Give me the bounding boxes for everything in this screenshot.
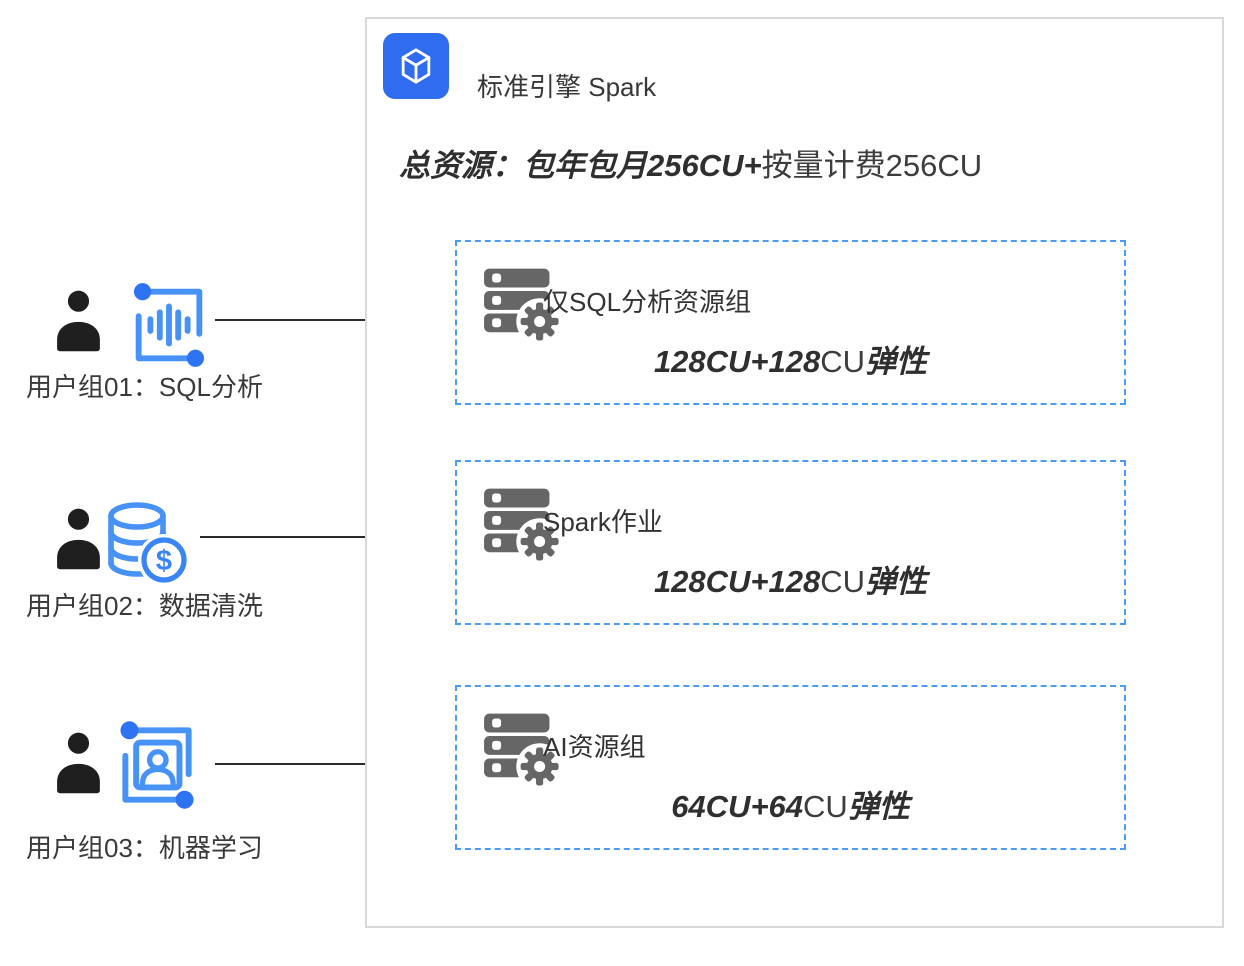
engine-title: 标准引擎 Spark: [477, 72, 657, 102]
arrow-line: [215, 762, 437, 766]
total-emphasis: 总资源：包年包月256CU+: [399, 148, 762, 183]
user-group-2-label: 用户组02：数据清洗: [26, 591, 263, 621]
server-gear-icon: [484, 713, 562, 788]
capacity-emphasis: 128CU+128: [653, 344, 821, 379]
capacity-plain: CU: [820, 344, 866, 379]
arrow-line: [215, 318, 437, 322]
resource-group-box-sql: 仅SQL分析资源组 128CU+128CU弹性: [455, 240, 1126, 405]
capacity-emphasis: 弹性: [847, 789, 910, 824]
resource-group-capacity: 64CU+64CU弹性: [457, 781, 1124, 826]
total-regular: 按量计费256CU: [761, 148, 983, 183]
resource-group-name: AI资源组: [543, 732, 646, 762]
sql-analysis-icon: [133, 283, 205, 367]
resource-group-box-ai: AI资源组 64CU+64CU弹性: [455, 685, 1126, 850]
capacity-emphasis: 128CU+128: [653, 564, 821, 599]
machine-learning-icon: [120, 721, 194, 809]
server-gear-icon: [484, 488, 562, 563]
resource-group-capacity: 128CU+128CU弹性: [457, 336, 1124, 381]
capacity-plain: CU: [803, 789, 848, 824]
server-gear-icon: [484, 268, 562, 343]
resource-group-name: 仅SQL分析资源组: [543, 287, 752, 317]
capacity-emphasis: 弹性: [865, 344, 928, 379]
capacity-plain: CU: [820, 564, 866, 599]
person-icon: [57, 732, 100, 794]
data-cleaning-icon: $: [108, 502, 190, 586]
spark-engine-container: 标准引擎 Spark 总资源：包年包月256CU+按量计费256CU: [365, 17, 1224, 928]
user-group-3-label: 用户组03：机器学习: [26, 833, 263, 863]
arrow-line: [200, 535, 437, 539]
person-icon: [57, 290, 100, 352]
total-resources-text: 总资源：包年包月256CU+按量计费256CU: [399, 140, 982, 185]
resource-group-name: Spark作业: [543, 507, 663, 537]
svg-text:$: $: [156, 545, 172, 577]
resource-group-capacity: 128CU+128CU弹性: [457, 556, 1124, 601]
resource-group-box-spark: Spark作业 128CU+128CU弹性: [455, 460, 1126, 625]
capacity-emphasis: 64CU+64: [671, 789, 804, 824]
cube-icon: [383, 33, 449, 99]
user-group-1-label: 用户组01：SQL分析: [26, 372, 263, 402]
capacity-emphasis: 弹性: [865, 564, 928, 599]
person-icon: [57, 508, 100, 570]
